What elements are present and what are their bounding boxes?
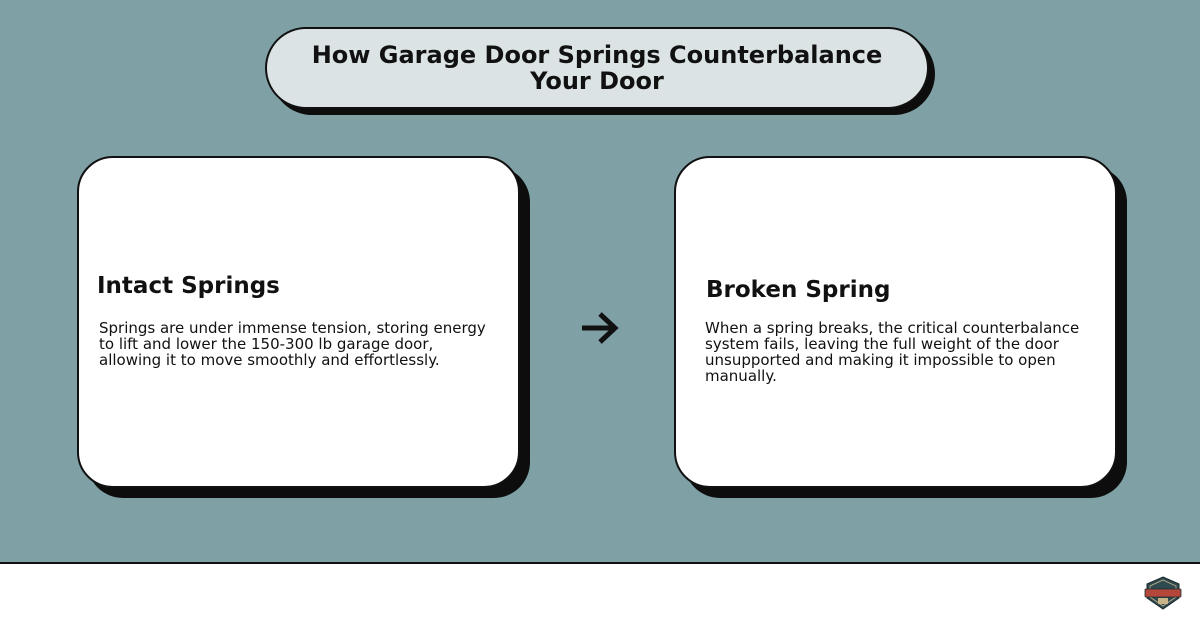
diagram-canvas: How Garage Door Springs Counterbalance Y… <box>0 0 1200 564</box>
company-logo-icon <box>1144 576 1182 610</box>
title-banner: How Garage Door Springs Counterbalance Y… <box>265 27 929 109</box>
card-broken-spring: Broken Spring When a spring breaks, the … <box>674 156 1117 488</box>
card-intact-springs: Intact Springs Springs are under immense… <box>77 156 520 488</box>
card-body-intact: Springs are under immense tension, stori… <box>99 319 486 369</box>
card-heading-intact: Intact Springs <box>97 273 280 299</box>
card-body-broken: When a spring breaks, the critical count… <box>705 319 1080 385</box>
arrow-right-icon <box>582 312 619 344</box>
card-heading-broken: Broken Spring <box>706 277 891 303</box>
diagram-title: How Garage Door Springs Counterbalance Y… <box>311 41 883 95</box>
